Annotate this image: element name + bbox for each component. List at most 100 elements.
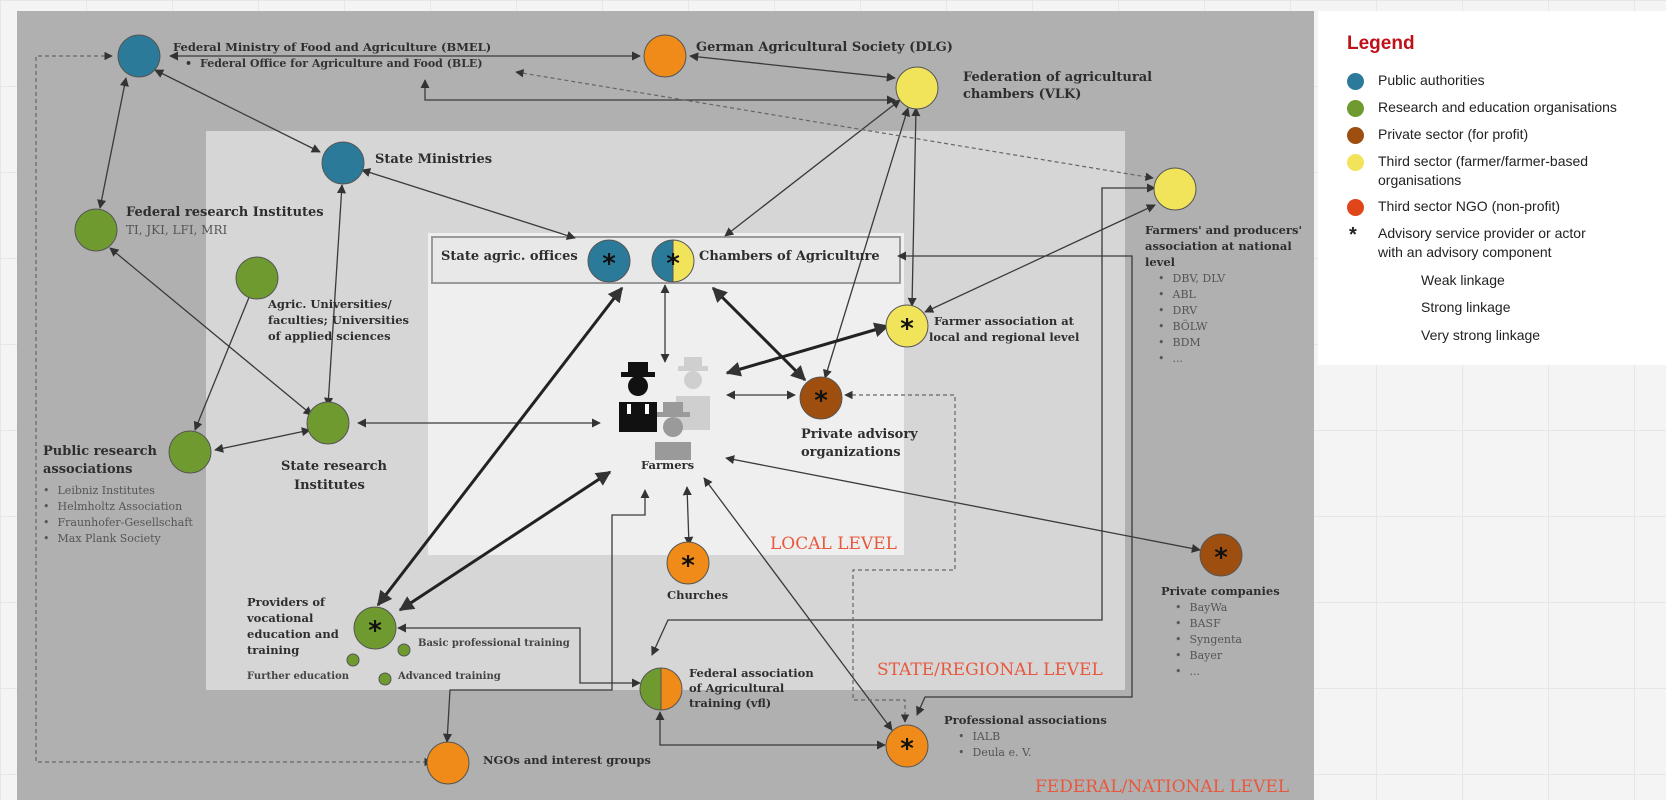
- state-offices-label: State agric. offices: [441, 249, 578, 264]
- legend-advisory-1: Advisory service provider or actor: [1378, 225, 1586, 241]
- bmel-node: [117, 34, 161, 78]
- private-advisory-label-1: Private advisory: [801, 427, 918, 442]
- state-ministries-node: [321, 141, 365, 185]
- private-companies-item: Bayer: [1175, 648, 1242, 664]
- private-companies-item: Syngenta: [1175, 632, 1242, 648]
- vocational-label-3: education and: [247, 627, 339, 641]
- vfl-label-1: Federal association: [689, 666, 814, 680]
- local-level-label: LOCAL LEVEL: [770, 534, 897, 554]
- legend-item-public: Public authorities: [1347, 72, 1485, 90]
- link-dlg-vlk: [689, 52, 896, 82]
- private-advisory-node: [799, 376, 843, 420]
- universities-label-3: of applied sciences: [268, 329, 391, 343]
- universities-label-2: faculties; Universities: [268, 313, 409, 327]
- link-vfl-professional: [655, 711, 886, 750]
- churches-node: [666, 541, 710, 585]
- advisory-asterisk-chambers: *: [666, 249, 680, 279]
- legend-strong-label: Strong linkage: [1421, 299, 1511, 315]
- vocational-label-2: vocational: [247, 611, 314, 625]
- fed-research-label: Federal research Institutes: [126, 205, 324, 220]
- professional-label: Professional associations: [944, 713, 1107, 727]
- state-ministries-label: State Ministries: [375, 152, 493, 167]
- link-offices-vocational: [376, 286, 624, 607]
- universities-node: [235, 256, 279, 300]
- professional-list: IALB Deula e. V.: [958, 729, 1032, 761]
- vlk-label-1: Federation of agricultural: [963, 70, 1153, 85]
- chambers-node: [651, 239, 695, 283]
- link-ministries-offices: [361, 168, 576, 240]
- legend-panel: Legend Public authorities Research and e…: [1318, 11, 1666, 365]
- advisory-asterisk-professional: *: [900, 734, 914, 764]
- legend-item-research: Research and education organisations: [1347, 99, 1617, 117]
- further-education-dot: [346, 653, 360, 667]
- public-research-node: [168, 430, 212, 474]
- link-ministries-stateresearch: [323, 184, 347, 407]
- legend-dot-third: [1347, 153, 1364, 171]
- link-farmers-ngos: [442, 489, 650, 743]
- legend-item-ngo: Third sector NGO (non-profit): [1347, 198, 1560, 216]
- public-research-item: Leibniz Institutes: [43, 483, 193, 499]
- legend-label-third: Third sector (farmer/farmer-based: [1378, 153, 1589, 169]
- private-companies-node: [1199, 533, 1243, 577]
- legend-label-public: Public authorities: [1378, 72, 1485, 88]
- state-research-node: [306, 401, 350, 445]
- advisory-asterisk-privateadvisory: *: [814, 386, 828, 416]
- farmers-national-item: DBV, DLV: [1158, 271, 1226, 287]
- bmel-sub: Federal Office for Agriculture and Food …: [185, 56, 483, 72]
- link-vlk-chambers: [724, 99, 901, 237]
- public-research-item: Fraunhofer-Gesellschaft: [43, 515, 193, 531]
- universities-label-1: Agric. Universities/: [268, 297, 392, 311]
- vfl-label-3: training (vfl): [689, 696, 772, 710]
- link-bmel-fedresearch: [97, 77, 129, 209]
- state-research-label-1: State research: [281, 459, 387, 474]
- vocational-label-4: training: [247, 643, 300, 657]
- federal-level-label: FEDERAL/NATIONAL LEVEL: [1035, 777, 1290, 797]
- farmers-national-label-1: Farmers' and producers': [1145, 223, 1302, 237]
- legend-very-strong-label: Very strong linkage: [1421, 327, 1541, 343]
- state-offices-node: [587, 239, 631, 283]
- vfl-label-2: of Agricultural: [689, 681, 785, 695]
- private-companies-item: BASF: [1175, 616, 1242, 632]
- bmel-sub-item: Federal Office for Agriculture and Food …: [185, 56, 483, 72]
- weak-link-privateadvisory-professional: [844, 390, 956, 723]
- legend-asterisk-icon: *: [1349, 224, 1357, 246]
- farmers-national-node: [1153, 167, 1197, 211]
- link-vocational-vfl: [397, 623, 641, 688]
- ngos-node: [426, 741, 470, 785]
- farmer-local-label-2: local and regional level: [929, 330, 1080, 344]
- advisory-asterisk-farmerlocal: *: [900, 314, 914, 344]
- chambers-label: Chambers of Agriculture: [699, 249, 880, 264]
- farmers-national-label-3: level: [1145, 255, 1176, 269]
- legend-label-third-2: organisations: [1378, 172, 1462, 188]
- legend-weak-label: Weak linkage: [1421, 272, 1505, 288]
- public-research-item: Helmholtz Association: [43, 499, 193, 515]
- weak-link-bmel-farmersnational: [515, 69, 1154, 181]
- basic-training-dot: [397, 643, 411, 657]
- farmer-local-label-1: Farmer association at: [934, 314, 1074, 328]
- advisory-asterisk-companies: *: [1214, 543, 1228, 573]
- link-publicresearch-stateresearch: [214, 427, 311, 453]
- vocational-node: [353, 606, 397, 650]
- legend-label-research: Research and education organisations: [1378, 99, 1617, 115]
- advisory-asterisk-offices: *: [602, 249, 616, 279]
- professional-node: [885, 724, 929, 768]
- state-research-label-2: Institutes: [294, 478, 365, 493]
- vocational-label-1: Providers of: [247, 595, 325, 609]
- advanced-training-label: Advanced training: [398, 671, 501, 682]
- advisory-asterisk-vocational: *: [368, 616, 382, 646]
- public-research-label-2: associations: [43, 462, 133, 477]
- vlk-node: [895, 66, 939, 110]
- public-research-list: Leibniz Institutes Helmholtz Association…: [43, 483, 193, 547]
- link-chambers-privateadvisory: [711, 286, 807, 382]
- dlg-label: German Agricultural Society (DLG): [696, 40, 953, 55]
- farmers-label: Farmers: [641, 458, 695, 472]
- legend-dot-ngo: [1347, 198, 1364, 216]
- farmers-national-item: BDM: [1158, 335, 1225, 351]
- legend-advisory-2: with an advisory component: [1378, 244, 1552, 260]
- farmers-national-item: DRV: [1158, 303, 1225, 319]
- dlg-node: [643, 34, 687, 78]
- basic-training-label: Basic professional training: [418, 638, 570, 649]
- advanced-training-dot: [378, 672, 392, 686]
- legend-label-private: Private sector (for profit): [1378, 126, 1529, 142]
